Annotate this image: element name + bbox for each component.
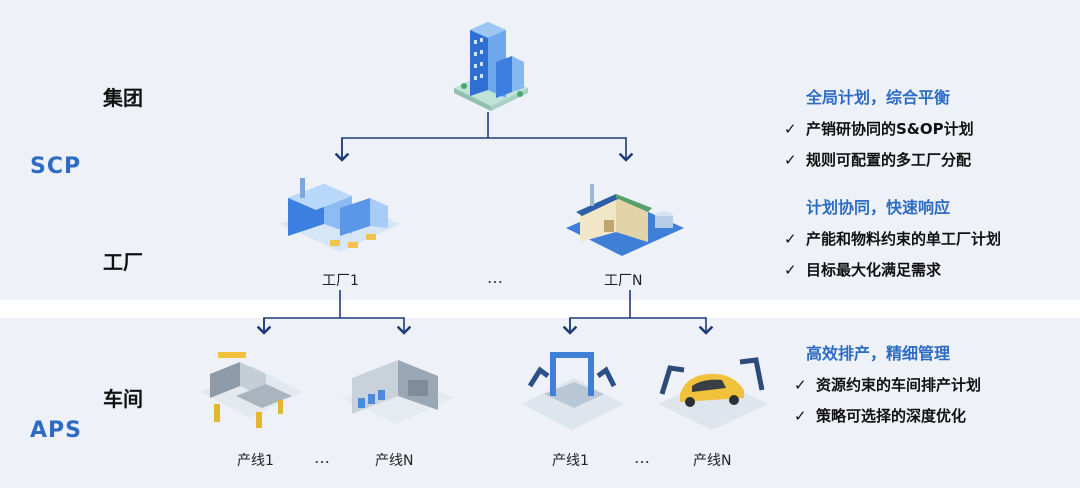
panel-heading: 全局计划，综合平衡	[806, 88, 951, 107]
factory-1-label: 工厂1	[322, 273, 359, 289]
panel-plan-coordination: 计划协同，快速响应 ✓ 产能和物料约束的单工厂计划 ✓ 目标最大化满足需求	[784, 194, 1001, 290]
right-line-ellipsis: …	[634, 448, 652, 467]
panel-item: ✓ 资源约束的车间排产计划	[794, 374, 981, 395]
factory-1-icon	[280, 178, 400, 252]
level-factory-label: 工厂	[103, 250, 143, 274]
check-icon: ✓	[794, 375, 807, 394]
check-icon: ✓	[794, 406, 807, 425]
check-icon: ✓	[784, 229, 797, 248]
panel-item-text: 产能和物料约束的单工厂计划	[806, 230, 1002, 248]
right-line-n-label: 产线N	[693, 453, 732, 469]
level-workshop-label: 车间	[103, 387, 143, 411]
scp-label: SCP	[30, 154, 82, 179]
production-line-nb-icon	[658, 357, 768, 430]
panel-item-text: 资源约束的车间排产计划	[816, 376, 982, 394]
factoryN-branch-right	[569, 317, 714, 335]
check-icon: ✓	[784, 150, 797, 169]
panel-global-planning: 全局计划，综合平衡 ✓ 产销研协同的S&OP计划 ✓ 规则可配置的多工厂分配	[784, 84, 974, 180]
group-building-icon	[454, 22, 528, 111]
aps-label: APS	[30, 418, 82, 443]
panel-item-text: 产销研协同的S&OP计划	[806, 120, 974, 138]
panel-item: ✓ 规则可配置的多工厂分配	[784, 149, 974, 170]
panel-item-text: 策略可选择的深度优化	[816, 407, 967, 425]
factory1-branch-right	[263, 317, 412, 335]
left-line-n-label: 产线N	[375, 453, 414, 469]
panel-item: ✓ 目标最大化满足需求	[784, 259, 1001, 280]
production-line-na-icon	[342, 360, 454, 424]
panel-efficient-scheduling: 高效排产，精细管理 ✓ 资源约束的车间排产计划 ✓ 策略可选择的深度优化	[794, 340, 981, 436]
panel-item-text: 规则可配置的多工厂分配	[806, 151, 972, 169]
level-group-label: 集团	[103, 86, 143, 110]
factory-ellipsis: …	[487, 268, 505, 287]
right-line-1-label: 产线1	[552, 453, 589, 469]
group-branch-right	[341, 137, 634, 162]
panel-item: ✓ 策略可选择的深度优化	[794, 405, 981, 426]
check-icon: ✓	[784, 260, 797, 279]
check-icon: ✓	[784, 119, 797, 138]
factory-n-label: 工厂N	[604, 273, 643, 289]
factory-n-icon	[566, 184, 684, 256]
left-line-1-label: 产线1	[237, 453, 274, 469]
left-line-ellipsis: …	[314, 448, 332, 467]
scp-band	[0, 0, 1080, 300]
panel-heading: 高效排产，精细管理	[806, 344, 951, 363]
panel-item-text: 目标最大化满足需求	[806, 261, 942, 279]
production-line-1a-icon	[200, 352, 302, 428]
panel-item: ✓ 产销研协同的S&OP计划	[784, 118, 974, 139]
panel-item: ✓ 产能和物料约束的单工厂计划	[784, 228, 1001, 249]
panel-heading: 计划协同，快速响应	[806, 198, 951, 217]
production-line-1b-icon	[522, 352, 624, 430]
